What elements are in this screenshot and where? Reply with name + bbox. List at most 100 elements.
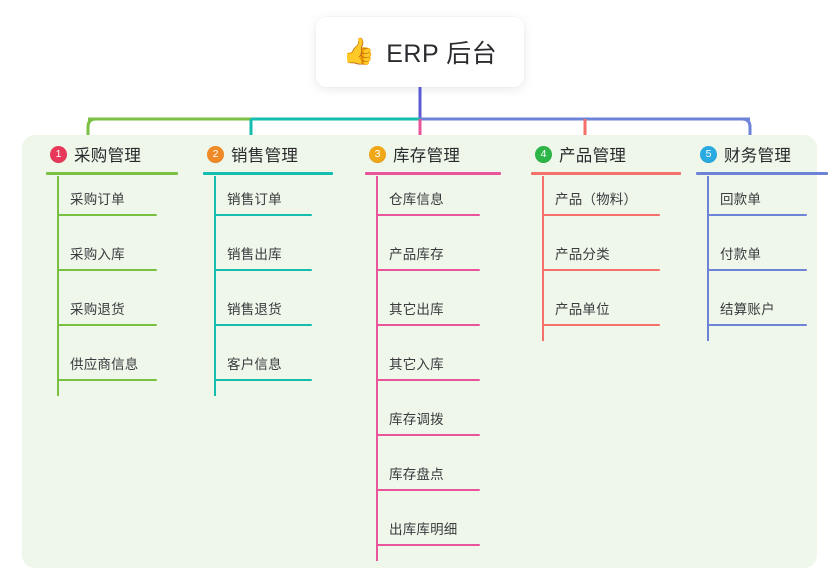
leaf-label: 采购订单 — [70, 192, 125, 207]
leaf-label: 供应商信息 — [70, 357, 139, 372]
leaf-item[interactable]: 回款单 — [682, 176, 807, 231]
leaf-label: 客户信息 — [227, 357, 282, 372]
thumbs-up-icon: 👍 — [342, 37, 376, 67]
category-badge-1: 1 — [50, 145, 67, 163]
leaf-item[interactable]: 库存调拨 — [351, 396, 480, 451]
leaf-label: 其它出库 — [389, 302, 444, 317]
leaf-item[interactable]: 供应商信息 — [32, 341, 157, 396]
root-title: ERP 后台 — [386, 40, 498, 68]
leaf-underline — [376, 269, 480, 271]
leaf-underline — [214, 324, 312, 326]
category-underline-2 — [203, 172, 333, 175]
leaf-underline — [57, 324, 157, 326]
leaf-label: 销售订单 — [227, 192, 282, 207]
leaf-underline — [707, 324, 807, 326]
leaf-underline — [214, 214, 312, 216]
leaf-item[interactable]: 产品分类 — [517, 231, 660, 286]
category-underline-3 — [365, 172, 501, 175]
leaf-underline — [376, 379, 480, 381]
leaf-item[interactable]: 销售出库 — [189, 231, 312, 286]
category-title-1: 采购管理 — [74, 147, 142, 165]
leaf-item[interactable]: 采购订单 — [32, 176, 157, 231]
leaf-item[interactable]: 其它入库 — [351, 341, 480, 396]
leaf-item[interactable]: 付款单 — [682, 231, 807, 286]
leaf-item[interactable]: 采购退货 — [32, 286, 157, 341]
category-underline-5 — [696, 172, 828, 175]
leaf-label: 仓库信息 — [389, 192, 444, 207]
category-header-2[interactable]: 2 销售管理 — [189, 135, 298, 173]
leaf-spine-1 — [57, 176, 59, 396]
category-badge-2: 2 — [207, 145, 224, 163]
leaf-underline — [376, 214, 480, 216]
leaf-spine-4 — [542, 176, 544, 341]
leaf-underline — [376, 324, 480, 326]
diagram-panel: 1 采购管理采购订单采购入库采购退货供应商信息 2 销售管理销售订单销售出库销售退货客… — [22, 135, 828, 568]
leaf-spine-5 — [707, 176, 709, 341]
leaf-label: 回款单 — [720, 192, 762, 207]
leaf-list-5: 回款单付款单结算账户 — [682, 176, 807, 341]
leaf-underline — [376, 489, 480, 491]
leaf-label: 销售退货 — [227, 302, 282, 317]
leaf-underline — [376, 434, 480, 436]
leaf-underline — [376, 544, 480, 546]
leaf-underline — [707, 269, 807, 271]
leaf-label: 其它入库 — [389, 357, 444, 372]
leaf-label: 库存盘点 — [389, 467, 444, 482]
category-column-3: 3 库存管理仓库信息产品库存其它出库其它入库库存调拨库存盘点出库库明细 — [351, 135, 501, 561]
leaf-item[interactable]: 结算账户 — [682, 286, 807, 341]
category-column-1: 1 采购管理采购订单采购入库采购退货供应商信息 — [32, 135, 178, 396]
leaf-underline — [57, 269, 157, 271]
category-header-4[interactable]: 4 产品管理 — [517, 135, 626, 173]
category-title-2: 销售管理 — [231, 147, 299, 165]
leaf-underline — [57, 379, 157, 381]
leaf-item[interactable]: 其它出库 — [351, 286, 480, 341]
leaf-underline — [214, 269, 312, 271]
category-badge-5: 5 — [700, 145, 717, 163]
leaf-spine-3 — [376, 176, 378, 561]
leaf-underline — [542, 324, 660, 326]
category-title-5: 财务管理 — [724, 147, 792, 165]
leaf-underline — [707, 214, 807, 216]
leaf-list-2: 销售订单销售出库销售退货客户信息 — [189, 176, 312, 396]
leaf-list-4: 产品（物料） 产品分类产品单位 — [517, 176, 660, 341]
leaf-underline — [57, 214, 157, 216]
leaf-item[interactable]: 客户信息 — [189, 341, 312, 396]
leaf-item[interactable]: 采购入库 — [32, 231, 157, 286]
root-node-card[interactable]: 👍 ERP 后台 — [316, 17, 524, 87]
leaf-item[interactable]: 产品库存 — [351, 231, 480, 286]
leaf-item[interactable]: 销售退货 — [189, 286, 312, 341]
category-underline-1 — [46, 172, 178, 175]
category-column-4: 4 产品管理产品（物料） 产品分类产品单位 — [517, 135, 681, 341]
category-badge-3: 3 — [369, 145, 386, 163]
leaf-item[interactable]: 销售订单 — [189, 176, 312, 231]
leaf-item[interactable]: 库存盘点 — [351, 451, 480, 506]
category-underline-4 — [531, 172, 681, 175]
leaf-spine-2 — [214, 176, 216, 396]
category-badge-4: 4 — [535, 145, 552, 163]
leaf-list-1: 采购订单采购入库采购退货供应商信息 — [32, 176, 157, 396]
leaf-list-3: 仓库信息产品库存其它出库其它入库库存调拨库存盘点出库库明细 — [351, 176, 480, 561]
category-header-5[interactable]: 5 财务管理 — [682, 135, 791, 173]
leaf-label: 产品（物料） — [555, 192, 638, 207]
leaf-label: 采购退货 — [70, 302, 125, 317]
leaf-item[interactable]: 产品（物料） — [517, 176, 660, 231]
leaf-item[interactable]: 出库库明细 — [351, 506, 480, 561]
leaf-item[interactable]: 仓库信息 — [351, 176, 480, 231]
leaf-label: 付款单 — [720, 247, 762, 262]
category-column-5: 5 财务管理回款单付款单结算账户 — [682, 135, 828, 341]
category-title-4: 产品管理 — [559, 147, 627, 165]
leaf-underline — [542, 214, 660, 216]
leaf-label: 产品分类 — [555, 247, 610, 262]
leaf-label: 销售出库 — [227, 247, 282, 262]
category-column-2: 2 销售管理销售订单销售出库销售退货客户信息 — [189, 135, 333, 396]
category-header-1[interactable]: 1 采购管理 — [32, 135, 141, 173]
leaf-label: 结算账户 — [720, 302, 775, 317]
category-header-3[interactable]: 3 库存管理 — [351, 135, 460, 173]
leaf-underline — [214, 379, 312, 381]
category-title-3: 库存管理 — [393, 147, 461, 165]
leaf-underline — [542, 269, 660, 271]
leaf-label: 出库库明细 — [389, 522, 458, 537]
leaf-label: 采购入库 — [70, 247, 125, 262]
leaf-label: 产品单位 — [555, 302, 610, 317]
leaf-item[interactable]: 产品单位 — [517, 286, 660, 341]
